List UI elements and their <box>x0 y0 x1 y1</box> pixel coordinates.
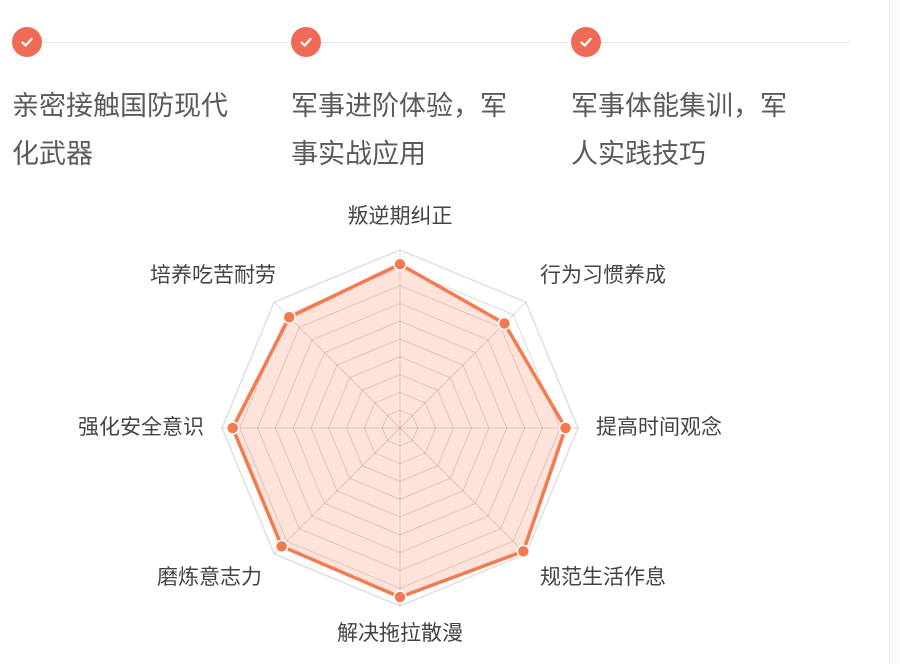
radar-axis-label: 解决拖拉散漫 <box>337 621 463 645</box>
step-text-line: 军事进阶体验，军 <box>291 91 507 122</box>
radar-data-point <box>558 421 573 435</box>
radar-axis-label: 行为习惯养成 <box>540 263 666 287</box>
radar-axis-label: 规范生活作息 <box>540 565 666 589</box>
radar-axis-label: 提高时间观念 <box>596 415 722 439</box>
step-text-line: 军事体能集训，军 <box>571 91 787 122</box>
radar-axis-spoke <box>273 301 401 429</box>
radar-chart: 叛逆期纠正行为习惯养成提高时间观念规范生活作息解决拖拉散漫 磨炼意志力 强化安全意识… <box>0 190 850 664</box>
radar-grid-ring <box>346 374 454 482</box>
radar-data-point <box>497 316 512 331</box>
step-text: 军事进阶体验，军 事实战应用 <box>291 83 541 179</box>
radar-axis-label: 磨炼意志力 <box>157 565 262 589</box>
radar-grid-ring <box>257 285 543 571</box>
radar-grid-ring <box>221 249 579 607</box>
step-text-line: 事实战应用 <box>291 139 426 170</box>
scrollbar-track[interactable] <box>889 0 900 664</box>
radar-chart-canvas <box>221 249 579 607</box>
radar-grid-ring <box>381 409 419 447</box>
radar-data-point <box>225 421 240 435</box>
radar-grid-ring <box>274 302 526 554</box>
radar-axis-label: 培养吃苦耐劳 <box>150 263 276 287</box>
radar-data-point <box>282 310 296 324</box>
step-text-line: 人实践技巧 <box>571 139 706 170</box>
step-connector-line <box>44 42 850 43</box>
radar-grid-ring <box>363 391 437 465</box>
radar-data-point <box>516 544 531 559</box>
radar-axis-label: 叛逆期纠正 <box>347 204 453 228</box>
step-text-line: 化武器 <box>12 139 93 170</box>
radar-axis-spoke <box>273 427 401 555</box>
radar-data-point <box>393 257 407 271</box>
radar-grid-ring <box>292 320 508 536</box>
radar-axis-spoke <box>399 427 527 555</box>
radar-grid-ring <box>310 338 490 518</box>
radar-grid-ring <box>328 356 472 500</box>
step-text: 亲密接触国防现代 化武器 <box>12 83 262 179</box>
check-circle-icon <box>291 27 321 57</box>
radar-data-point <box>274 539 289 554</box>
feature-steps: 亲密接触国防现代 化武器 军事进阶体验，军 事实战应用 军事体能集训，军 人实践… <box>0 0 850 180</box>
radar-series-area <box>232 264 566 598</box>
radar-axis-label: 强化安全意识 <box>78 415 204 439</box>
check-circle-icon <box>571 27 601 57</box>
step-text: 军事体能集训，军 人实践技巧 <box>571 83 821 179</box>
check-circle-icon <box>12 27 42 57</box>
step-text-line: 亲密接触国防现代 <box>12 91 228 122</box>
radar-data-point <box>393 590 407 604</box>
